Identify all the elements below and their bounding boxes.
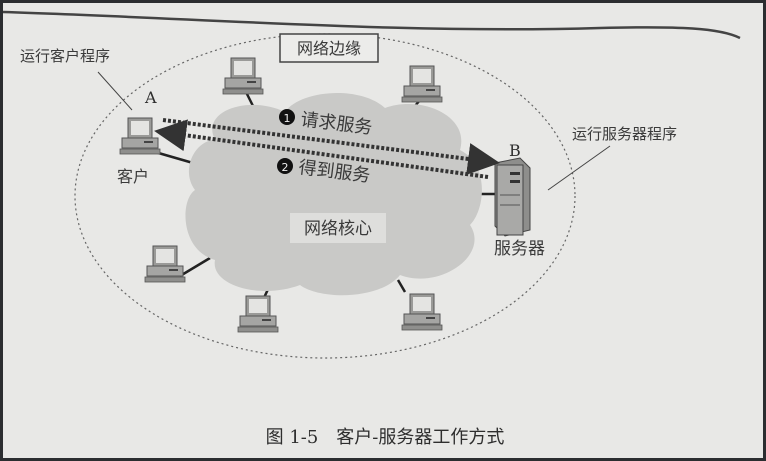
step2-badge: [277, 158, 293, 174]
figure-caption: 图 1-5 客户-服务器工作方式: [266, 427, 505, 448]
core-label: 网络核心: [304, 219, 372, 239]
edge-label-box: [279, 33, 379, 63]
server-program-label: 运行服务器程序: [572, 125, 677, 143]
server-label: 服务器: [494, 239, 545, 259]
core-label-box: [290, 213, 386, 243]
step2-number: 2: [282, 161, 289, 174]
server-b-icon: [494, 157, 531, 237]
step1-badge: [279, 109, 295, 125]
request-arrow: [162, 118, 500, 175]
host-b-label: B: [509, 141, 521, 160]
client-program-label: 运行客户程序: [20, 47, 110, 65]
page-edge-line: [2, 10, 741, 40]
server-program-leader: [547, 145, 611, 191]
host-a-label: A: [144, 88, 157, 107]
client-program-leader: [97, 71, 133, 111]
client-label: 客户: [117, 167, 149, 186]
edge-label: 网络边缘: [297, 39, 361, 58]
step1-number: 1: [284, 112, 291, 125]
